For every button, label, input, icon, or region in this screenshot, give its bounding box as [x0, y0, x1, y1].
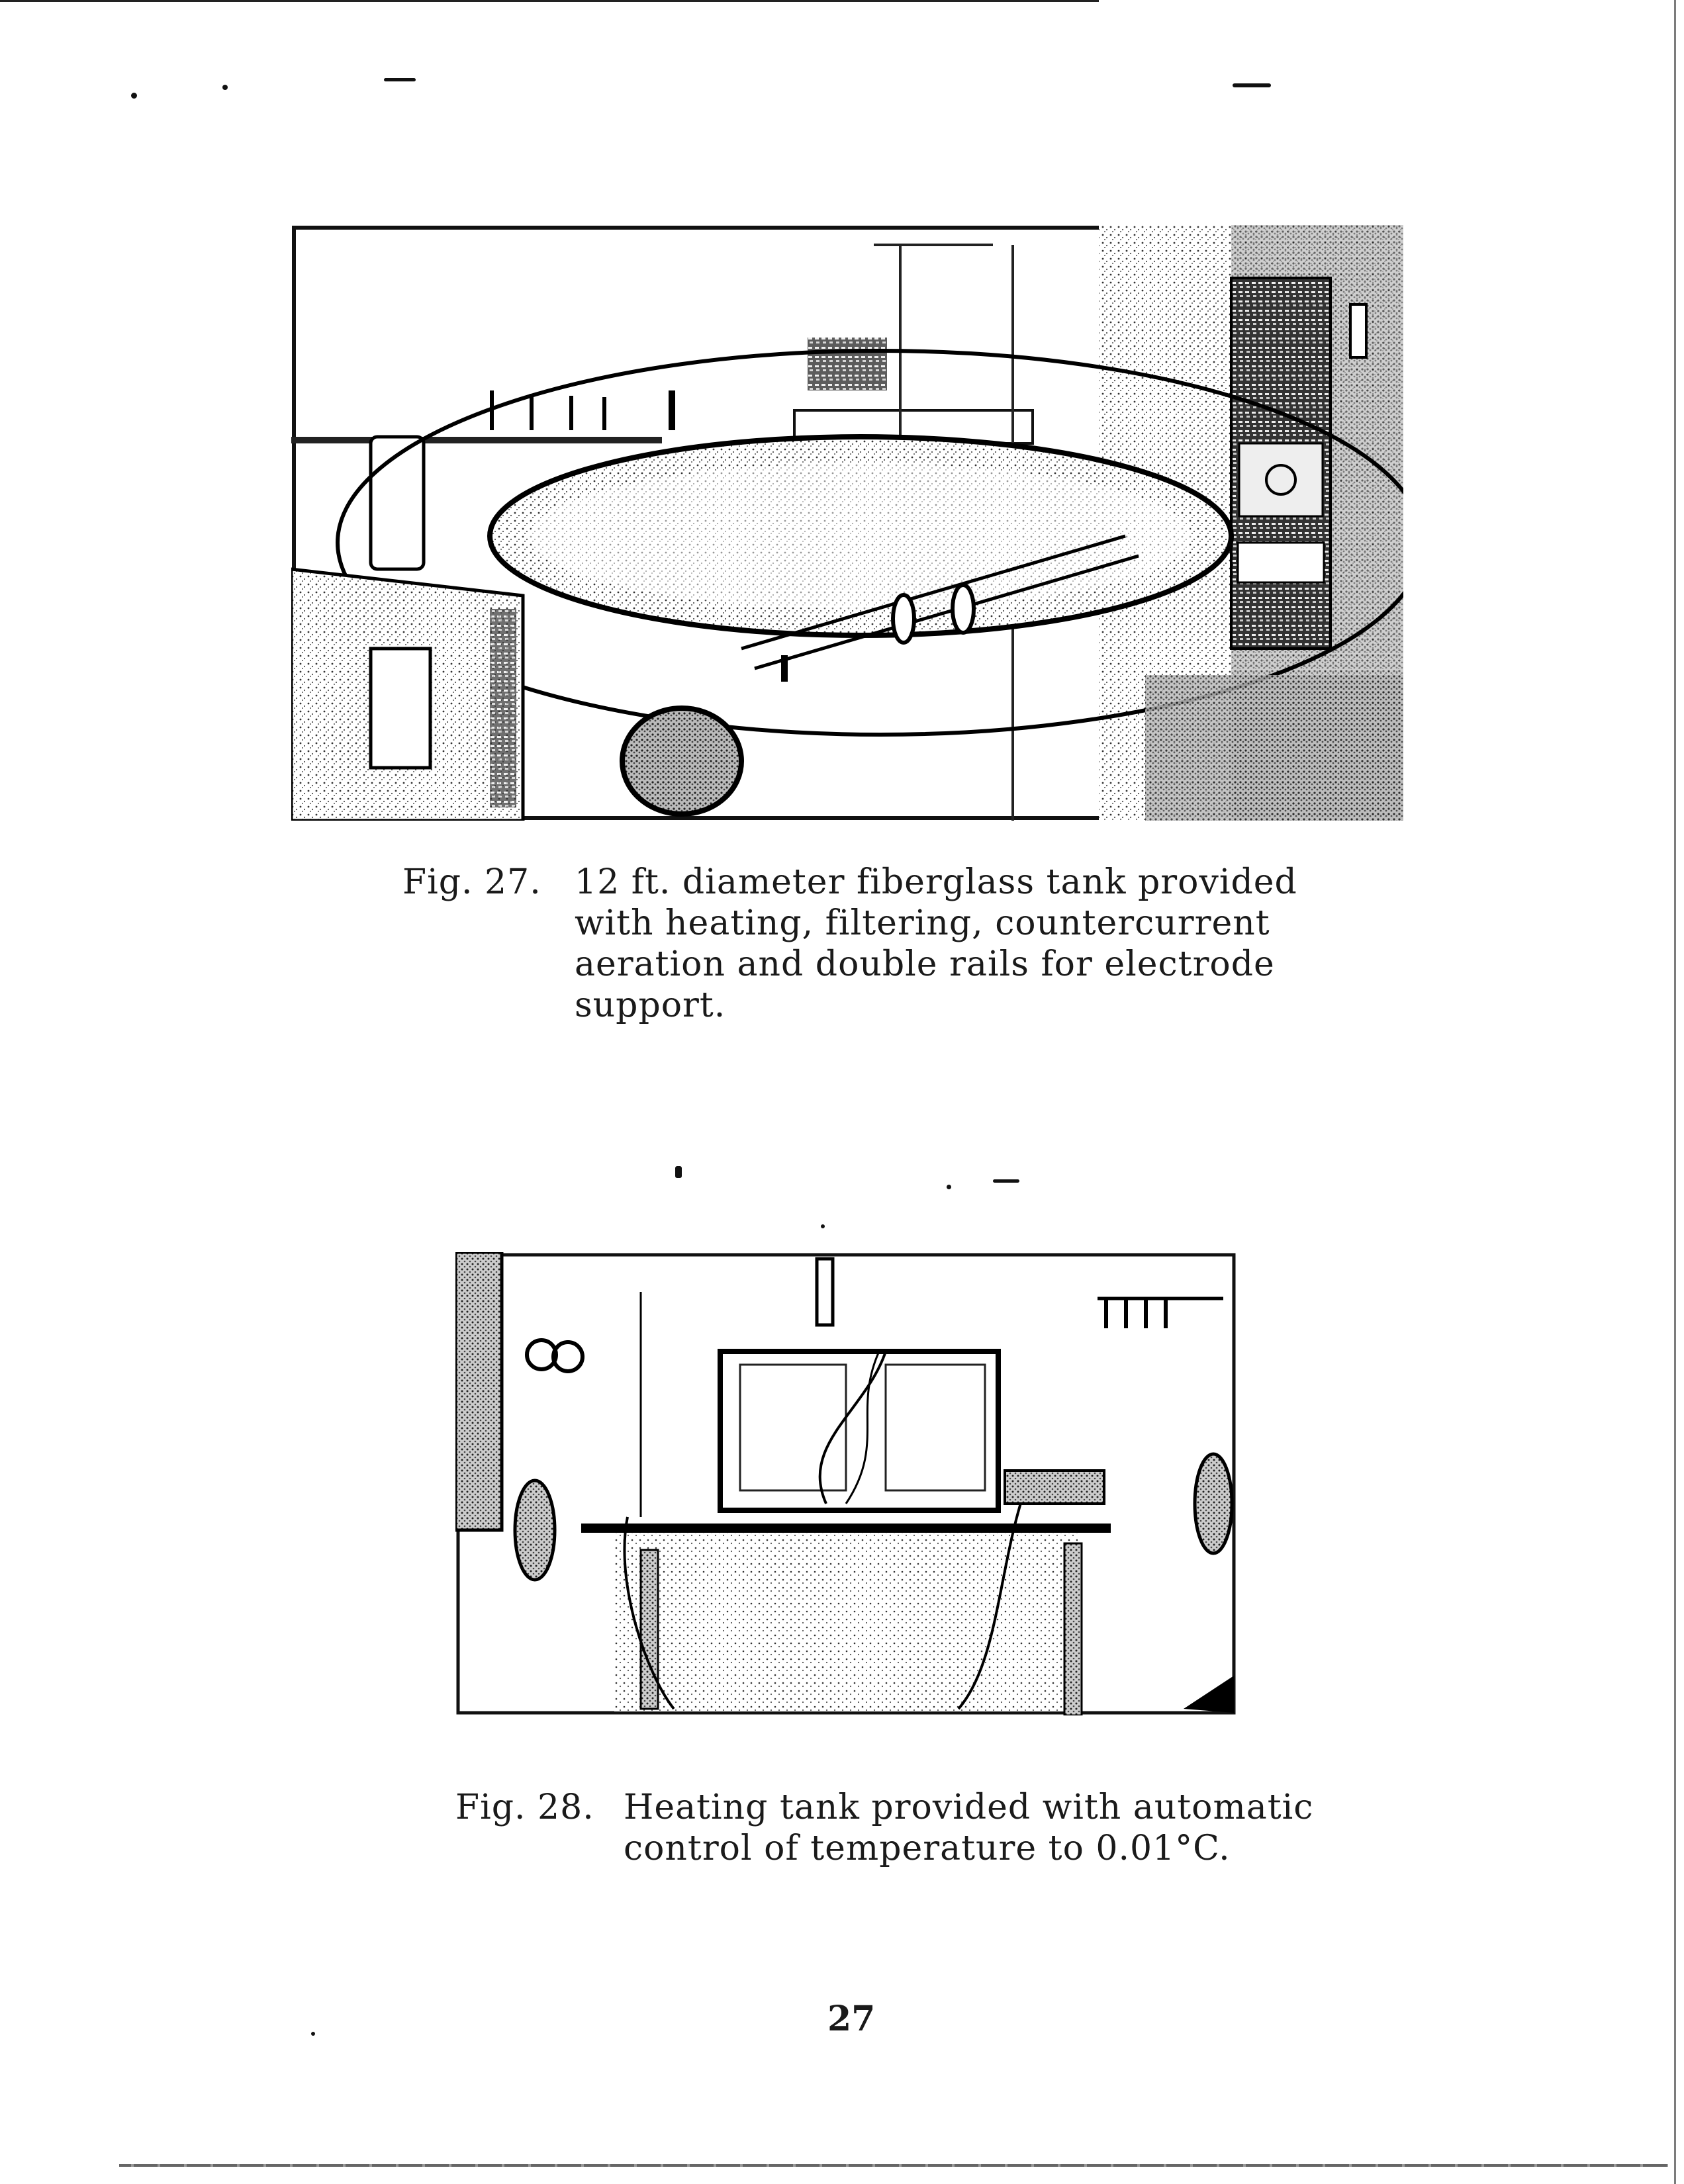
scan-speck	[131, 93, 137, 99]
figure-28-label: Fig. 28.	[455, 1788, 594, 1827]
figure-28-caption-text: Heating tank provided with automatic con…	[624, 1787, 1313, 1869]
scan-speck	[384, 78, 416, 81]
figure-28-caption-line: control of temperature to 0.01°C.	[624, 1829, 1231, 1868]
figure-27-caption-line: support.	[575, 985, 726, 1025]
right-scan-edge	[1674, 0, 1676, 2184]
figure-27-caption-line: 12 ft. diameter fiberglass tank provided	[575, 862, 1297, 902]
scan-speck	[1233, 83, 1271, 87]
bottom-scan-rule	[119, 2164, 1668, 2167]
scan-speck	[675, 1166, 682, 1178]
scan-speck	[821, 1224, 825, 1228]
figure-27-label: Fig. 27.	[402, 862, 541, 902]
figure-27-caption-line: with heating, filtering, countercurrent	[575, 903, 1270, 943]
scan-speck	[993, 1179, 1019, 1183]
scan-speck	[222, 85, 228, 90]
scan-speck	[311, 2032, 315, 2036]
scan-speck	[947, 1185, 951, 1189]
figure-27-caption-line: aeration and double rails for electrode	[575, 944, 1275, 984]
top-scan-rule	[0, 0, 1099, 2]
figure-27-caption: Fig. 27. 12 ft. diameter fiberglass tank…	[402, 862, 1329, 1034]
figure-27-photo	[291, 225, 1403, 821]
figure-27-caption-text: 12 ft. diameter fiberglass tank provided…	[575, 862, 1297, 1026]
figure-28-photo	[455, 1252, 1237, 1715]
figure-28-caption-line: Heating tank provided with automatic	[624, 1788, 1314, 1827]
figure-28-caption: Fig. 28. Heating tank provided with auto…	[455, 1787, 1316, 1880]
page-number: 27	[827, 1999, 876, 2039]
